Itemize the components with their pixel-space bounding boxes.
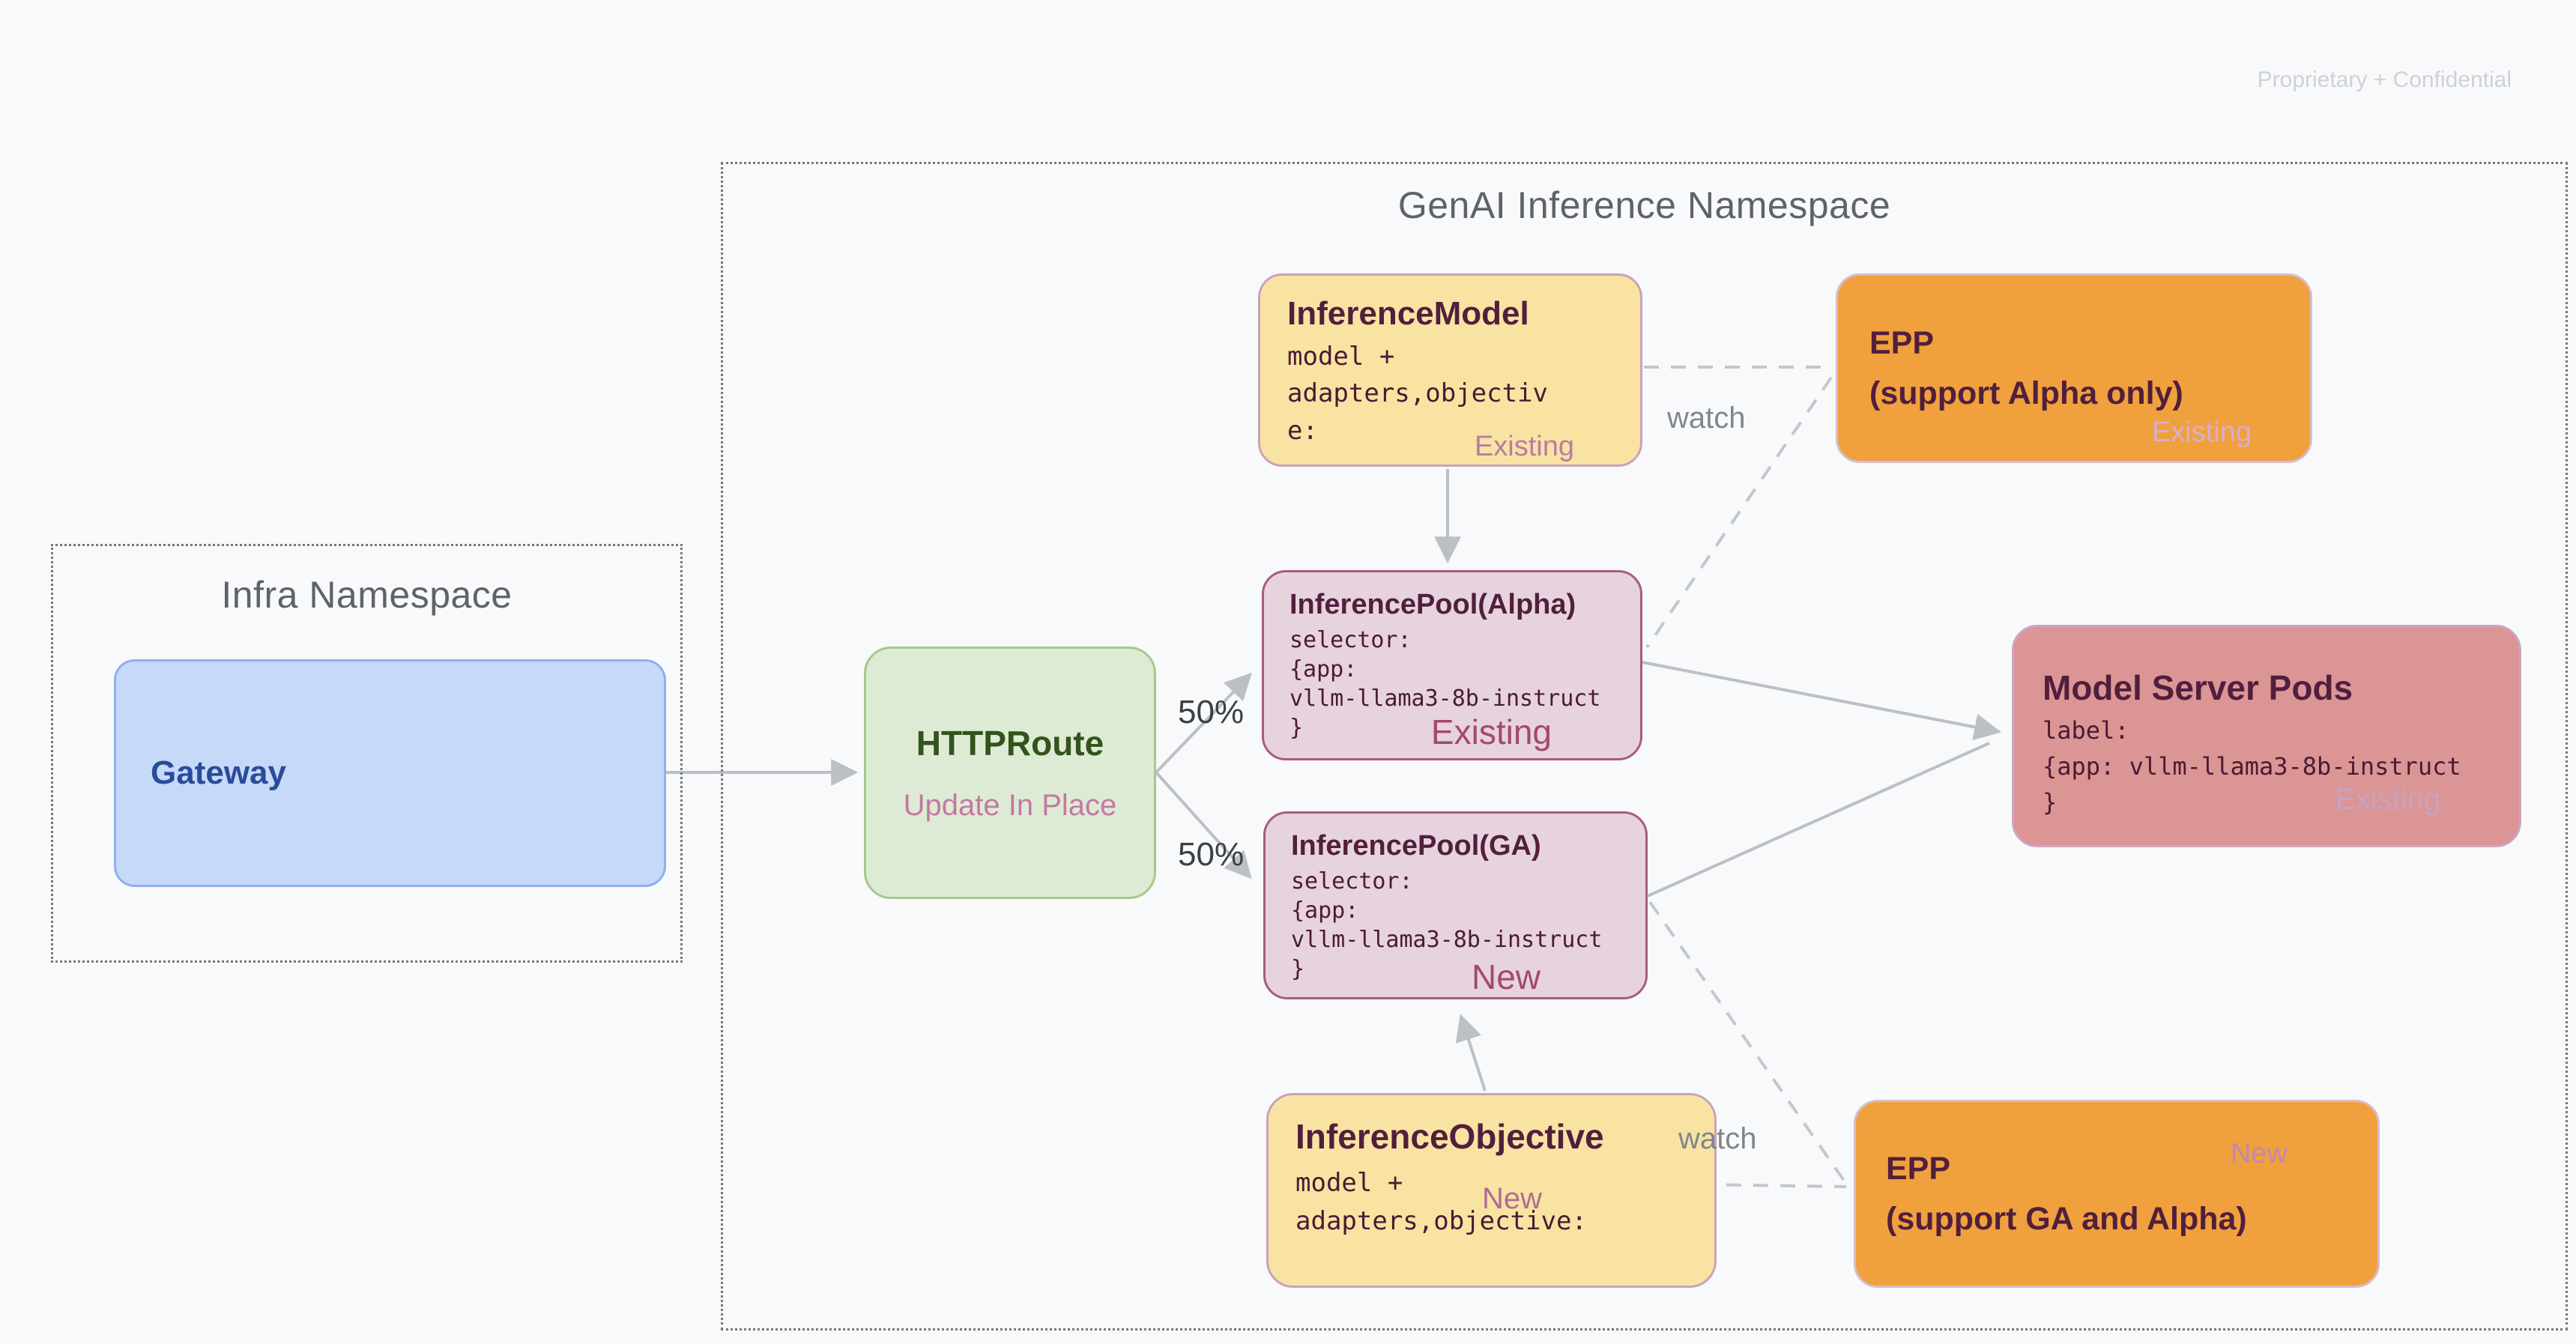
httproute-node: HTTPRoute Update In Place <box>864 647 1156 899</box>
genai-namespace-title: GenAI Inference Namespace <box>1397 184 1891 226</box>
model-server-pods-node: Model Server Pods label: {app: vllm-llam… <box>2012 625 2521 847</box>
inference-model-status-badge: Existing <box>1474 431 1574 462</box>
confidentiality-watermark: Proprietary + Confidential <box>2257 67 2512 92</box>
watch-label-bottom: watch <box>1678 1122 1757 1155</box>
epp-alpha-title: EPP (support Alpha only) <box>1869 324 2183 411</box>
inference-pool-ga-code: selector: {app: vllm-llama3-8b-instruct … <box>1291 868 1603 982</box>
inference-objective-node: InferenceObjective model + adapters,obje… <box>1266 1093 1717 1288</box>
epp-alpha-node: EPP (support Alpha only) Existing <box>1836 273 2312 463</box>
inference-model-title: InferenceModel <box>1287 295 1529 332</box>
watch-label-top: watch <box>1667 402 1746 435</box>
inference-pool-alpha-status-badge: Existing <box>1430 712 1552 751</box>
inference-objective-status-badge: New <box>1482 1182 1543 1215</box>
inference-model-node: InferenceModel model + adapters,objectiv… <box>1258 273 1642 467</box>
inference-pool-ga-title: InferencePool(GA) <box>1291 830 1541 862</box>
model-server-pods-title: Model Server Pods <box>2043 668 2353 707</box>
inference-objective-code: model + adapters,objective: <box>1295 1168 1587 1236</box>
epp-alpha-status-badge: Existing <box>2151 417 2252 448</box>
epp-ga-node: EPP (support GA and Alpha) New <box>1854 1100 2380 1288</box>
inference-pool-ga-node: InferencePool(GA) selector: {app: vllm-l… <box>1263 811 1648 999</box>
inference-pool-ga-status-badge: New <box>1471 957 1541 996</box>
inference-pool-alpha-title: InferencePool(Alpha) <box>1289 589 1576 620</box>
gateway-node: Gateway <box>114 659 666 887</box>
inference-objective-title: InferenceObjective <box>1295 1117 1604 1156</box>
inference-model-code: model + adapters,objectiv e: <box>1287 342 1548 446</box>
model-server-pods-code: label: {app: vllm-llama3-8b-instruct } <box>2043 716 2461 817</box>
httproute-subtitle: Update In Place <box>903 789 1117 822</box>
epp-ga-status-badge: New <box>2230 1138 2288 1169</box>
gateway-title: Gateway <box>151 754 286 791</box>
epp-ga-title: EPP (support GA and Alpha) <box>1886 1150 2247 1237</box>
traffic-split-label-bottom: 50% <box>1178 836 1245 873</box>
infra-namespace-container: Infra Namespace <box>51 544 683 963</box>
inference-pool-alpha-node: InferencePool(Alpha) selector: {app: vll… <box>1262 570 1642 760</box>
infra-namespace-title: Infra Namespace <box>221 574 513 616</box>
genai-namespace-container: GenAI Inference Namespace <box>721 162 2568 1331</box>
inference-pool-alpha-code: selector: {app: vllm-llama3-8b-instruct … <box>1289 627 1601 741</box>
model-server-pods-status-badge: Existing <box>2335 783 2440 816</box>
traffic-split-label-top: 50% <box>1178 694 1245 730</box>
httproute-title: HTTPRoute <box>916 724 1104 763</box>
